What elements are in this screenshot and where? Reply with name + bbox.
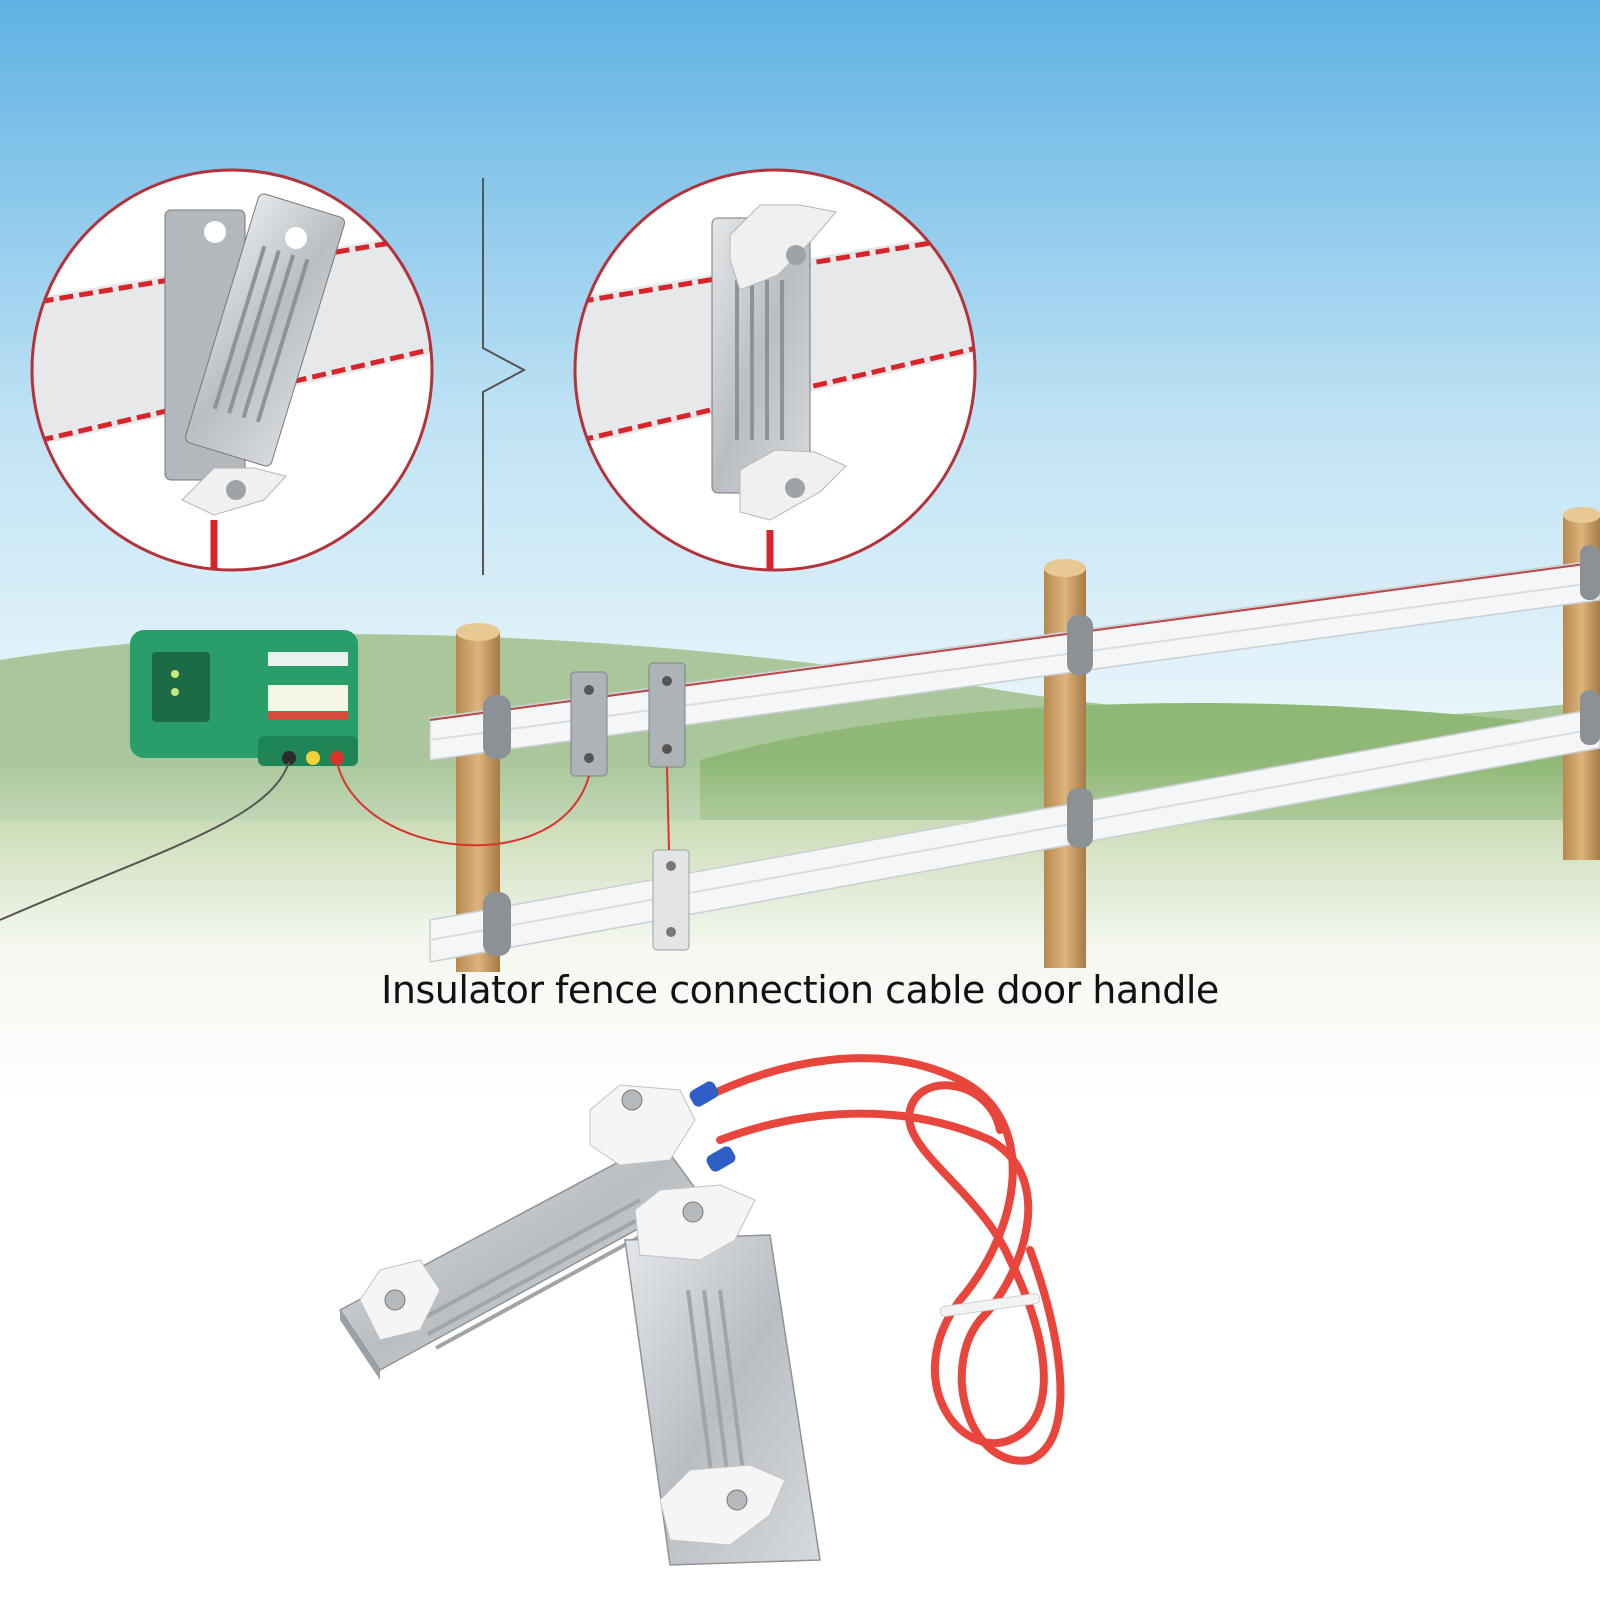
fence-insulator <box>1580 690 1600 745</box>
tape-connector-plate-icon <box>338 1084 702 1380</box>
red-cable-icon <box>696 1054 1065 1465</box>
fence-insulator <box>483 695 511 759</box>
fence-insulator <box>483 892 511 956</box>
ground-wire <box>0 761 290 921</box>
cable-tie <box>939 1293 1041 1317</box>
wing-nut-icon <box>729 204 837 291</box>
fence-connector-plate <box>570 671 608 777</box>
fence-connector-plate <box>652 849 690 951</box>
caption: Insulator fence connection cable door ha… <box>381 968 1219 1012</box>
detail-circle-open-connector <box>30 168 434 572</box>
bottom-fade <box>0 760 1600 1100</box>
tape-connector-plate-icon <box>624 1184 821 1566</box>
fence-insulator <box>1067 615 1093 675</box>
cable-terminal <box>689 1081 736 1172</box>
fence-tape-upper <box>429 559 1600 761</box>
detail-divider <box>482 178 527 575</box>
product-photo <box>338 1054 1065 1566</box>
fence-insulator <box>1580 545 1600 600</box>
fence-insulator <box>1067 788 1093 848</box>
wing-nut-icon <box>634 1184 756 1261</box>
detail-circle-closed-connector <box>573 168 977 572</box>
fence-tape-lower <box>429 707 1600 963</box>
fence-connector-plate <box>648 662 686 768</box>
live-wire <box>336 761 590 847</box>
energizer-box-icon <box>130 630 358 766</box>
jumper-wire <box>666 766 670 851</box>
wing-nut-icon <box>659 1464 786 1546</box>
wing-nut-icon <box>589 1084 696 1166</box>
